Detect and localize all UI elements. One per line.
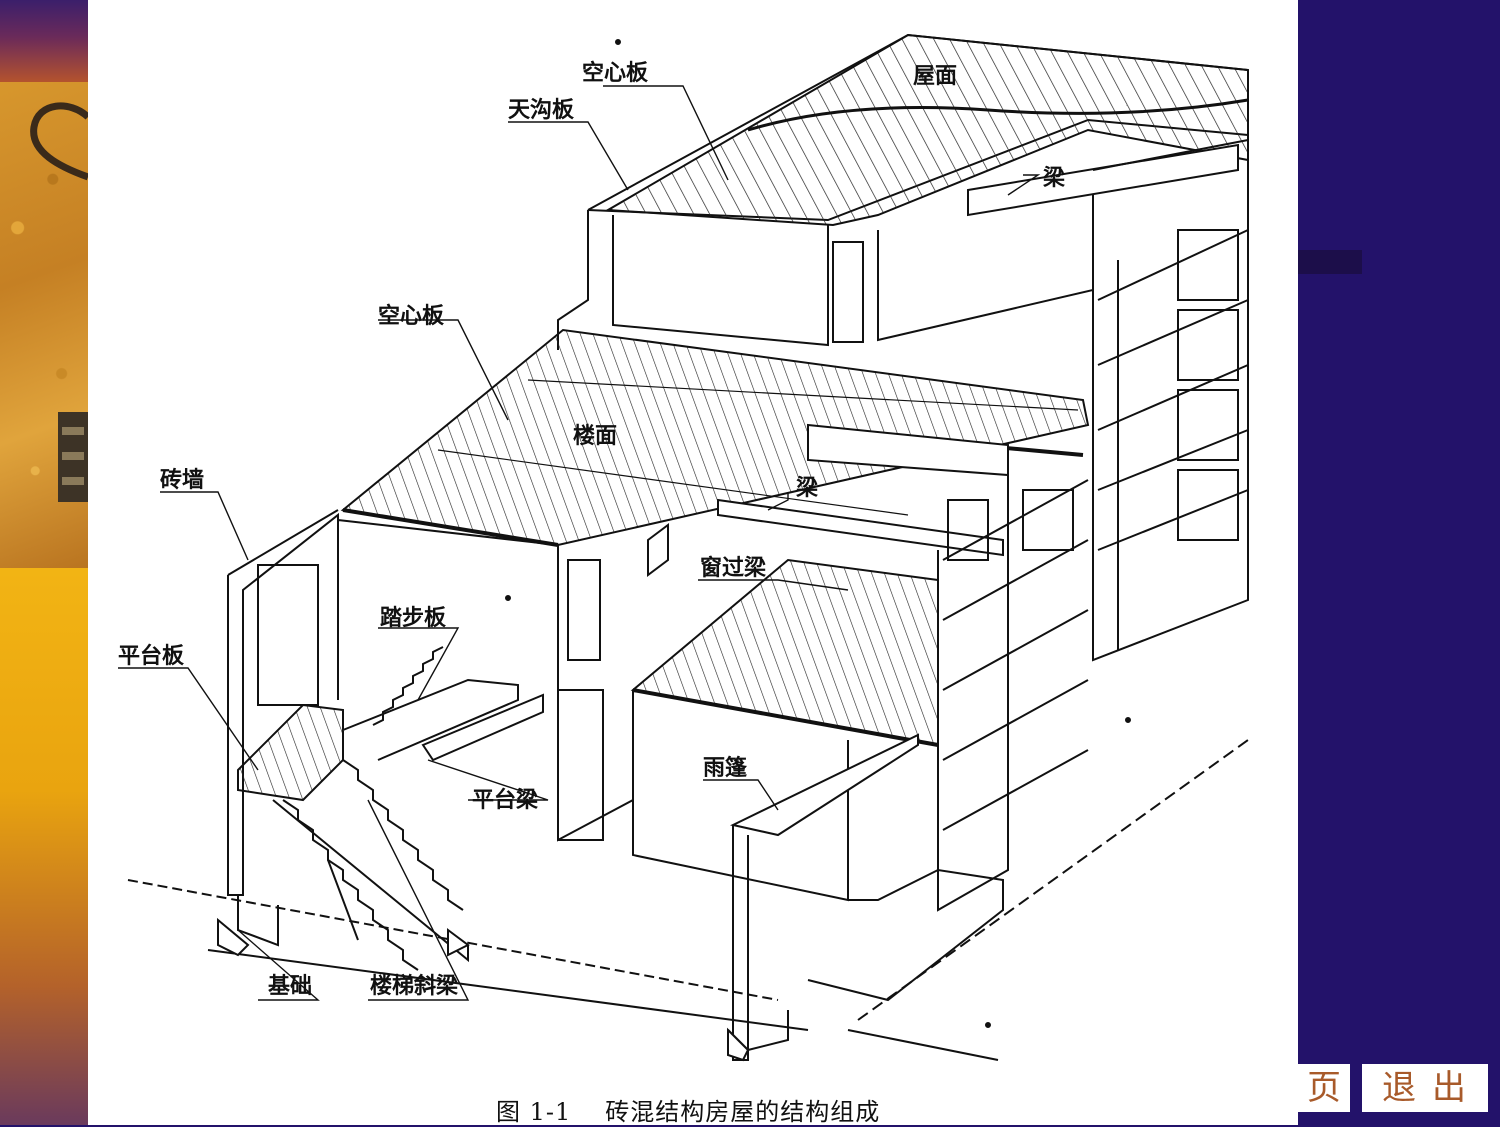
label-floor: 楼面 xyxy=(573,424,618,449)
strip-bottom-gradient xyxy=(0,568,88,1125)
label-roof: 屋面 xyxy=(913,64,958,89)
prev-page-button[interactable]: 页 xyxy=(1298,1064,1350,1112)
caption-title: 砖混结构房屋的结构组成 xyxy=(605,1098,881,1126)
label-stair-stringer: 楼梯斜梁 xyxy=(370,974,459,999)
label-foundation: 基础 xyxy=(268,974,313,999)
structure-figure: 空心板 天沟板 屋面 梁 空心板 楼面 砖墙 梁 窗过梁 踏步板 平台板 平台梁… xyxy=(88,0,1298,1127)
label-window-lintel: 窗过梁 xyxy=(700,556,767,581)
label-landing-slab: 平台板 xyxy=(118,644,185,669)
label-landing-beam: 平台梁 xyxy=(472,788,539,813)
label-tread-slab: 踏步板 xyxy=(380,606,447,631)
rebar-hook-icon xyxy=(30,102,88,502)
exit-button[interactable]: 退出 xyxy=(1362,1064,1488,1112)
strip-top-gradient xyxy=(0,0,88,82)
figure-caption: 图 1-1 砖混结构房屋的结构组成 xyxy=(496,1092,880,1127)
label-hollow-slab-mid: 空心板 xyxy=(378,304,445,329)
label-canopy: 雨篷 xyxy=(703,756,748,781)
label-hollow-slab-top: 空心板 xyxy=(582,61,649,86)
left-decorative-strip xyxy=(0,0,88,1125)
label-gutter-slab: 天沟板 xyxy=(508,98,575,123)
decorative-bar xyxy=(1298,250,1362,274)
label-beam-top: 梁 xyxy=(1043,166,1066,191)
caption-number: 图 1-1 xyxy=(496,1098,572,1126)
label-beam-mid: 梁 xyxy=(796,476,819,501)
building-drawing xyxy=(118,33,1249,1062)
soil-photo xyxy=(0,82,88,568)
label-brick-wall: 砖墙 xyxy=(160,468,205,493)
